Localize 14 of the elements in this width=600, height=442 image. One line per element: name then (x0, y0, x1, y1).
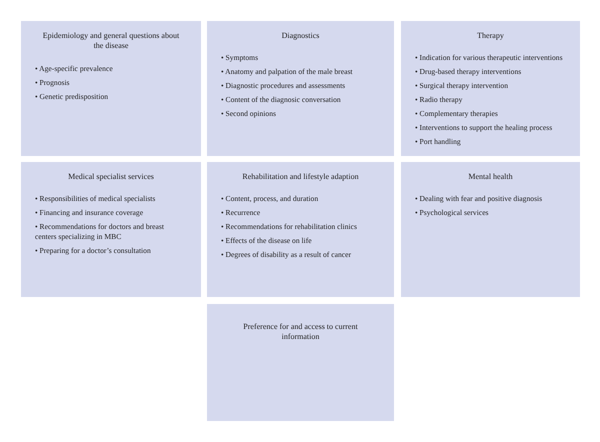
panel-heading: Mental health (467, 172, 514, 182)
panel-heading: Therapy (476, 31, 505, 42)
topic-panel (401, 21, 580, 156)
topic-panel (21, 21, 201, 156)
panel-heading: Epidemiology and general questions about the disease (42, 31, 180, 52)
topic-panel (401, 162, 580, 297)
panel-heading: Medical specialist services (67, 172, 155, 182)
topic-panel (207, 304, 394, 421)
panel-heading: Rehabilitation and lifestyle adaption (241, 172, 360, 182)
panel-heading: Preference for and access to current information (242, 322, 359, 343)
topic-panel (207, 21, 394, 156)
topic-panel (21, 162, 201, 297)
panel-heading: Diagnostics (280, 31, 320, 42)
topic-panel (207, 162, 394, 297)
